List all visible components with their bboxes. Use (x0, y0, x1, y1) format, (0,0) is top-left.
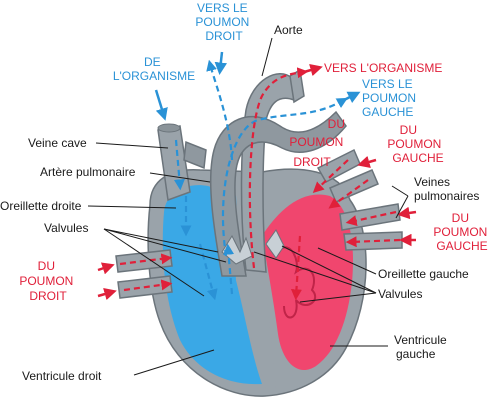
label-du-poumon-droit-top: DU POUMON DROIT (289, 117, 348, 169)
valves (221, 229, 285, 265)
label-oreillette-droite: Oreillette droite (0, 199, 82, 213)
label-veine-cave: Veine cave (28, 136, 87, 150)
left-heart-chambers (262, 194, 354, 371)
label-veines-pulmonaires: Veines pulmonaires (414, 175, 479, 203)
label-vers-poumon-gauche: VERS LE POUMON GAUCHE (362, 77, 419, 119)
pulmonary-veins-right (316, 148, 403, 251)
left-ventricle-muscle (279, 246, 317, 319)
label-ventricule-gauche: Ventricule gauche (394, 333, 450, 361)
label-oreillette-gauche: Oreillette gauche (378, 267, 469, 281)
leader-lines (87, 37, 409, 376)
label-vers-organisme: VERS L'ORGANISME (324, 61, 442, 75)
label-du-poumon-gauche-right: DU POUMON GAUCHE (433, 211, 490, 253)
pulmonary-artery (209, 110, 347, 277)
label-artere-pulmonaire: Artère pulmonaire (40, 165, 136, 179)
label-ventricule-droit: Ventricule droit (22, 369, 102, 383)
label-de-organisme: DE L'ORGANISME (113, 55, 195, 83)
label-valvules-right: Valvules (378, 287, 422, 301)
label-du-poumon-droit-left: DU POUMON DROIT (19, 259, 76, 303)
label-aorte: Aorte (274, 23, 303, 37)
label-valvules-left: Valvules (44, 221, 88, 235)
label-vers-poumon-droit: VERS LE POUMON DROIT (195, 1, 252, 43)
label-du-poumon-gauche-top: DU POUMON GAUCHE (387, 123, 444, 165)
arterial-flow-arrows (119, 67, 401, 301)
venous-flow-arrows (173, 59, 348, 301)
